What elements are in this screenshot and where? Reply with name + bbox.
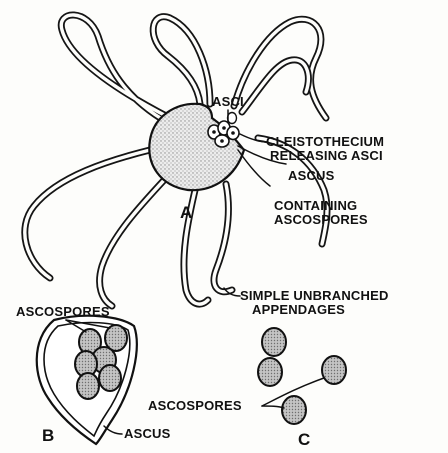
ascospores-c [258, 328, 346, 424]
label-cleistothecium: CLEISTOTHECIUM [266, 134, 384, 149]
figure-label-a: A [180, 203, 192, 222]
label-ascospores-contained: ASCOSPORES [274, 212, 368, 227]
label-appendages: APPENDAGES [252, 302, 345, 317]
label-ascospores-left: ASCOSPORES [16, 304, 110, 319]
label-ascospores-right: ASCOSPORES [148, 398, 242, 413]
label-releasing-asci: RELEASING ASCI [270, 148, 383, 163]
label-containing: CONTAINING [274, 198, 357, 213]
label-simple-unbranched: SIMPLE UNBRANCHED [240, 288, 389, 303]
appendage-lower-right [214, 184, 232, 292]
label-ascus-top: ASCUS [288, 168, 335, 183]
figure-label-b: B [42, 426, 54, 445]
appendage-top-left-loop [61, 15, 178, 128]
label-ascus-bottom: ASCUS [124, 426, 171, 441]
figure-label-c: C [298, 430, 310, 449]
appendage-lower-left [100, 178, 166, 306]
appendage-top-center-loop [153, 17, 210, 104]
label-asci: ASCI [212, 94, 244, 109]
